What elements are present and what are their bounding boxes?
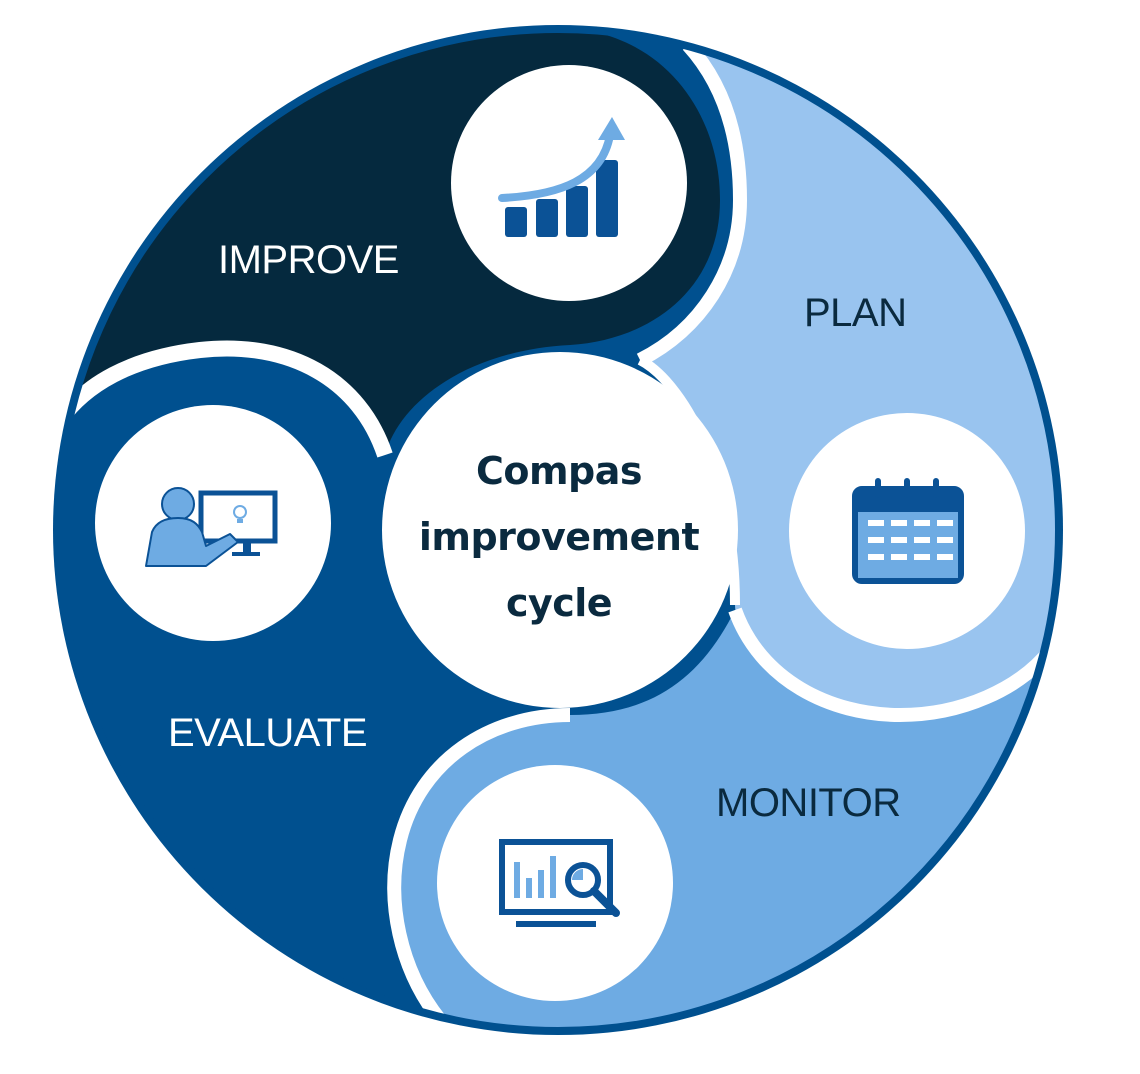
monitor-analytics-icon [499,839,620,927]
stage-label-evaluate: EVALUATE [168,711,368,755]
stage-label-plan: PLAN [804,291,907,335]
presenter-screen-icon [145,487,278,567]
center-title: Compas improvement cycle [384,438,734,636]
evaluate-icon-circle [95,405,331,641]
stage-label-improve: IMPROVE [218,238,399,282]
stage-label-monitor: MONITOR [716,781,901,825]
calendar-icon [852,478,964,584]
center-title-line: Compas [475,449,643,493]
center-title-line: improvement [418,515,700,559]
center-circle [382,352,738,708]
center-title-line: cycle [505,581,613,625]
growth-chart-icon [498,117,625,237]
